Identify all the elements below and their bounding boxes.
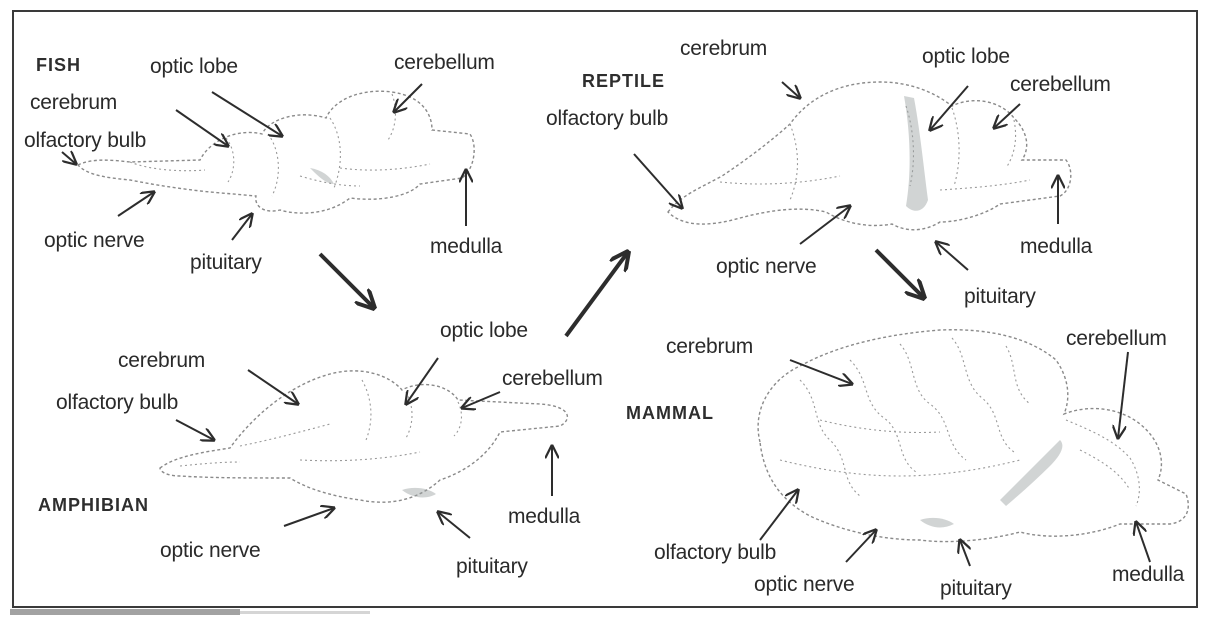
amphibian-title: AMPHIBIAN [38, 496, 149, 514]
mammal-title: MAMMAL [626, 404, 714, 422]
fish-label-pituitary: pituitary [190, 252, 262, 273]
amphibian-label-pituitary: pituitary [456, 556, 528, 577]
fish-label-optic-nerve: optic nerve [44, 230, 145, 251]
amphibian-label-optic-nerve: optic nerve [160, 540, 261, 561]
mammal-label-medulla: medulla [1112, 564, 1184, 585]
reptile-label-cerebellum: cerebellum [1010, 74, 1111, 95]
reptile-brain-sketch [668, 82, 1071, 230]
reptile-label-medulla: medulla [1020, 236, 1092, 257]
mammal-label-optic-nerve: optic nerve [754, 574, 855, 595]
fish-label-cerebrum: cerebrum [30, 92, 117, 113]
amphibian-label-cerebrum: cerebrum [118, 350, 205, 371]
label-pointers [62, 82, 1150, 566]
amphibian-brain-sketch [160, 371, 567, 502]
reptile-label-optic-lobe: optic lobe [922, 46, 1010, 67]
reptile-label-cerebrum: cerebrum [680, 38, 767, 59]
amphibian-label-cerebellum: cerebellum [502, 368, 603, 389]
reptile-label-pituitary: pituitary [964, 286, 1036, 307]
reptile-title: REPTILE [582, 72, 665, 90]
fish-label-medulla: medulla [430, 236, 502, 257]
mammal-label-olfactory-bulb: olfactory bulb [654, 542, 776, 563]
reptile-label-olfactory-bulb: olfactory bulb [546, 108, 668, 129]
reptile-label-optic-nerve: optic nerve [716, 256, 817, 277]
fish-label-olfactory-bulb: olfactory bulb [24, 130, 146, 151]
amphibian-label-medulla: medulla [508, 506, 580, 527]
amphibian-label-olfactory-bulb: olfactory bulb [56, 392, 178, 413]
fish-label-cerebellum: cerebellum [394, 52, 495, 73]
amphibian-label-optic-lobe: optic lobe [440, 320, 528, 341]
fish-label-optic-lobe: optic lobe [150, 56, 238, 77]
mammal-label-pituitary: pituitary [940, 578, 1012, 599]
flow-arrows [320, 250, 924, 336]
fish-brain-sketch [78, 91, 474, 213]
mammal-brain-sketch [758, 330, 1188, 542]
fish-title: FISH [36, 56, 81, 74]
mammal-label-cerebellum: cerebellum [1066, 328, 1167, 349]
mammal-label-cerebrum: cerebrum [666, 336, 753, 357]
